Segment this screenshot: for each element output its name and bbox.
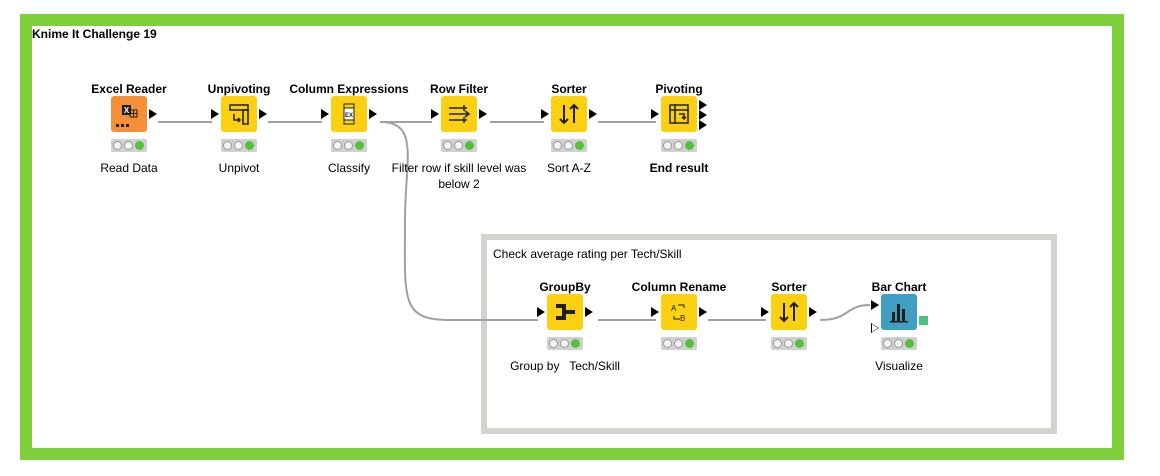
output-port-3[interactable] [699,120,707,130]
output-port[interactable] [809,307,817,317]
image-output-port[interactable] [919,316,928,325]
svg-text:B: B [680,314,685,323]
unpivoting-icon[interactable] [221,96,257,132]
node-annotation[interactable]: Classify [327,161,370,175]
output-port-1[interactable] [699,100,707,110]
input-port[interactable] [537,307,545,317]
input-port[interactable] [431,109,439,119]
status-traffic-light [551,139,587,152]
output-port[interactable] [589,109,597,119]
column-expressions-icon[interactable]: EX [331,96,367,132]
status-traffic-light [441,139,477,152]
output-port[interactable] [585,307,593,317]
status-traffic-light [111,139,147,152]
input-port-data[interactable] [871,300,879,310]
node-name: GroupBy [539,280,591,294]
annotation-box-title: Check average rating per Tech/Skill [493,247,682,261]
column-rename-icon[interactable]: A B [661,294,697,330]
node-name: Excel Reader [91,82,167,96]
sorter-icon[interactable] [771,294,807,330]
svg-text:A: A [671,304,677,313]
node-annotation[interactable]: Unpivot [218,161,260,175]
excel-reader-icon[interactable]: X [111,96,147,132]
status-traffic-light [547,337,583,350]
node-annotation[interactable]: End result [649,161,709,175]
input-port[interactable] [321,109,329,119]
node-annotation[interactable]: Visualize [875,359,923,373]
row-filter-icon[interactable] [441,96,477,132]
sorter-icon[interactable] [551,96,587,132]
output-port[interactable] [259,109,267,119]
output-port[interactable] [369,109,377,119]
status-traffic-light [771,337,807,350]
pivoting-icon[interactable] [661,96,697,132]
output-port[interactable] [149,109,157,119]
status-traffic-light [221,139,257,152]
groupby-icon[interactable] [547,294,583,330]
input-port[interactable] [761,307,769,317]
node-name: Column Rename [631,280,727,294]
output-port-2[interactable] [699,110,707,120]
input-port[interactable] [651,307,659,317]
node-name: Column Expressions [289,82,409,96]
input-port-optional-fill [872,324,878,332]
input-port[interactable] [211,109,219,119]
status-traffic-light [661,139,697,152]
annotation-box[interactable] [481,234,1057,434]
bar-chart-icon[interactable] [881,294,917,330]
node-name: Sorter [551,82,587,96]
input-port[interactable] [541,109,549,119]
output-port[interactable] [699,307,707,317]
input-port[interactable] [651,109,659,119]
output-port[interactable] [479,109,487,119]
status-traffic-light [661,337,697,350]
node-name: Row Filter [429,82,488,96]
node-annotation[interactable]: Read Data [100,161,158,175]
svg-text:X: X [124,106,130,115]
connection-sorter-barchart [819,304,871,321]
node-annotation[interactable]: Sort A-Z [546,161,591,175]
svg-text:EX: EX [345,113,353,119]
node-annotation[interactable]: Group by Tech/Skill [510,359,620,373]
node-name: Pivoting [655,82,703,96]
node-annotation[interactable]: Filter row if skill level was below 2 [391,161,527,191]
node-name: Unpivoting [207,82,271,96]
status-traffic-light [881,337,917,350]
connection-colexpr-groupby [379,121,538,321]
status-traffic-light [331,139,367,152]
workflow-title: Knime It Challenge 19 [32,27,157,41]
node-name: Sorter [771,280,807,294]
node-name: Bar Chart [871,280,927,294]
